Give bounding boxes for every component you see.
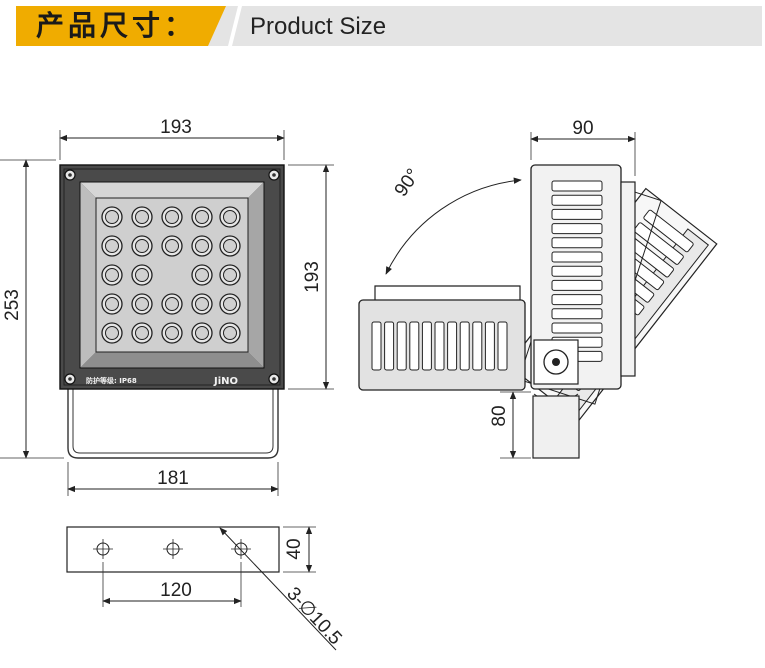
- heat-sink-fin: [497, 321, 508, 371]
- heat-sink-fin: [459, 321, 470, 371]
- heat-sink-fin: [384, 321, 395, 371]
- led-lens-inner: [223, 297, 237, 311]
- heat-sink-fin: [371, 321, 382, 371]
- front-bracket: [67, 388, 279, 459]
- led-lens-inner: [223, 326, 237, 340]
- header-accent: [16, 6, 226, 46]
- dim-bracket-offset: 80: [489, 405, 510, 426]
- dim-total-height: 253: [2, 289, 23, 321]
- led-lens-inner: [135, 297, 149, 311]
- section-header: 产品尺寸： Product Size: [16, 6, 762, 46]
- led-lens-inner: [105, 326, 119, 340]
- dim-plate-height: 40: [284, 538, 305, 559]
- led-lens-inner: [223, 268, 237, 282]
- heat-sink-fin: [551, 180, 603, 192]
- front-view: 防护等级: IP68 JiNO 193 193 253 181: [0, 117, 334, 496]
- led-lens-inner: [195, 268, 209, 282]
- heat-sink-fin: [447, 321, 458, 371]
- brand-logo-text: JiNO: [213, 376, 238, 387]
- header-title-en: Product Size: [250, 13, 387, 40]
- dim-hole-diameter: 3-∅10.5: [282, 583, 345, 649]
- dim-front-width: 193: [160, 117, 192, 138]
- heat-sink-fin: [551, 265, 603, 277]
- pivot-joint: [533, 339, 579, 403]
- led-lens-inner: [105, 297, 119, 311]
- heat-sink-fin: [551, 308, 603, 320]
- led-lens-inner: [105, 210, 119, 224]
- heat-sink-fin: [409, 321, 420, 371]
- led-lens-inner: [135, 326, 149, 340]
- heat-sink-fin: [551, 279, 603, 291]
- heat-sink-fin: [551, 251, 603, 263]
- led-lens-inner: [195, 239, 209, 253]
- heat-sink-fin: [421, 321, 432, 371]
- heat-sink-fin: [633, 222, 684, 265]
- dim-bracket-width: 181: [157, 468, 189, 489]
- led-lens-inner: [105, 268, 119, 282]
- led-lens-inner: [223, 239, 237, 253]
- led-array: [101, 206, 241, 344]
- heat-sink-fin: [434, 321, 445, 371]
- heat-sink-fin: [484, 321, 495, 371]
- side-bracket-leg: [532, 395, 580, 459]
- led-lens-inner: [195, 210, 209, 224]
- dim-tilt-angle: 90°: [391, 165, 425, 201]
- led-lens-inner: [195, 326, 209, 340]
- heat-sink-fin: [396, 321, 407, 371]
- heat-sink-fin: [643, 209, 694, 253]
- led-lens-inner: [223, 210, 237, 224]
- ip-rating-text: 防护等级: IP68: [86, 376, 137, 385]
- led-lens-inner: [135, 268, 149, 282]
- led-lens-inner: [105, 239, 119, 253]
- led-lens-inner: [165, 239, 179, 253]
- heat-sink-fin: [551, 237, 603, 249]
- heat-sink-fin: [472, 321, 483, 371]
- led-lens-inner: [135, 210, 149, 224]
- heat-sink-fin: [551, 322, 603, 334]
- heat-sink-fin: [551, 194, 603, 206]
- led-lens-inner: [195, 297, 209, 311]
- led-lens-inner: [135, 239, 149, 253]
- led-lens-inner: [165, 326, 179, 340]
- dim-hole-spacing: 120: [160, 580, 192, 601]
- heat-sink-fin: [551, 294, 603, 306]
- header-title-cn: 产品尺寸：: [36, 9, 197, 42]
- dim-depth: 90: [572, 118, 593, 139]
- heat-sink-fin: [551, 223, 603, 235]
- led-lens-inner: [165, 210, 179, 224]
- led-lens-inner: [165, 297, 179, 311]
- mount-plate-view: 40 120 3-∅10.5: [66, 526, 346, 651]
- heat-sink-fin: [551, 208, 603, 220]
- side-view: 90 90° 80: [358, 118, 718, 459]
- dim-front-height: 193: [302, 261, 323, 293]
